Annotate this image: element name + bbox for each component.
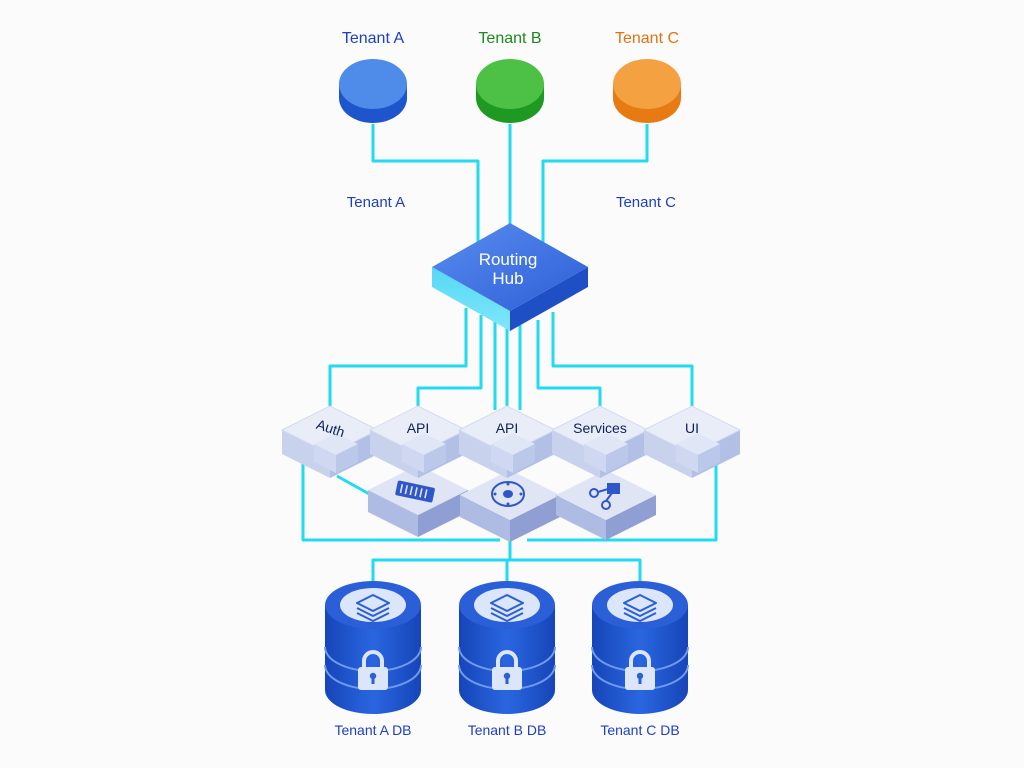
service-label: API xyxy=(496,420,519,436)
service-tile-auth[interactable]: Auth xyxy=(280,405,380,478)
service-label: UI xyxy=(685,420,699,436)
databases: Tenant A DB Tenant B DB Tenant C DB xyxy=(324,581,689,738)
tenant-b-node[interactable] xyxy=(476,59,544,123)
layers-icon xyxy=(623,594,657,622)
tenant-c-node[interactable] xyxy=(613,59,681,123)
service-tiles: Auth API API Services UI xyxy=(280,405,742,478)
tenant-c-title: Tenant C xyxy=(615,30,679,47)
service-label: Services xyxy=(573,420,627,436)
hub-label-line2: Hub xyxy=(492,269,523,288)
hub-label-line1: Routing xyxy=(479,250,538,269)
line-hub-auth xyxy=(328,308,468,410)
line-auth-bus xyxy=(301,455,500,542)
line-hub-services xyxy=(536,320,602,410)
database-label: Tenant A DB xyxy=(334,722,411,738)
layers-icon xyxy=(356,594,390,622)
routing-hub[interactable]: Routing Hub xyxy=(432,223,588,331)
service-tile-services[interactable]: Services xyxy=(550,405,650,478)
line-tenant-c-hub xyxy=(541,124,649,246)
lock-icon xyxy=(358,650,388,690)
database-c[interactable]: Tenant C DB xyxy=(591,581,689,738)
tenant-b-title: Tenant B xyxy=(478,30,541,47)
database-b[interactable]: Tenant B DB xyxy=(458,581,556,738)
tool-block-server[interactable] xyxy=(368,465,468,537)
server-rack-icon xyxy=(395,480,435,503)
lock-icon xyxy=(625,650,655,690)
line-hub-api1 xyxy=(416,315,483,410)
connector-label-left: Tenant A xyxy=(347,194,405,211)
service-tile-api[interactable]: API xyxy=(368,405,468,478)
service-label: API xyxy=(407,420,430,436)
connector-lines xyxy=(301,124,718,585)
tenant-a-node[interactable] xyxy=(339,59,407,123)
service-tile-ui[interactable]: UI xyxy=(642,405,742,478)
workflow-icon xyxy=(589,483,620,510)
database-label: Tenant C DB xyxy=(600,722,679,738)
database-a[interactable]: Tenant A DB xyxy=(324,581,422,738)
tenant-a-title: Tenant A xyxy=(342,30,405,47)
connector-label-right: Tenant C xyxy=(616,194,676,211)
layers-icon xyxy=(490,594,524,622)
gauge-icon xyxy=(491,481,525,507)
tool-block-monitor[interactable] xyxy=(460,470,560,542)
service-tile-api-2[interactable]: API xyxy=(457,405,557,478)
line-ui-bus xyxy=(527,457,718,542)
lock-icon xyxy=(492,650,522,690)
tool-block-workflow[interactable] xyxy=(556,470,656,540)
database-label: Tenant B DB xyxy=(468,722,547,738)
line-tenant-a-hub xyxy=(371,124,480,246)
line-hub-ui xyxy=(551,312,694,410)
